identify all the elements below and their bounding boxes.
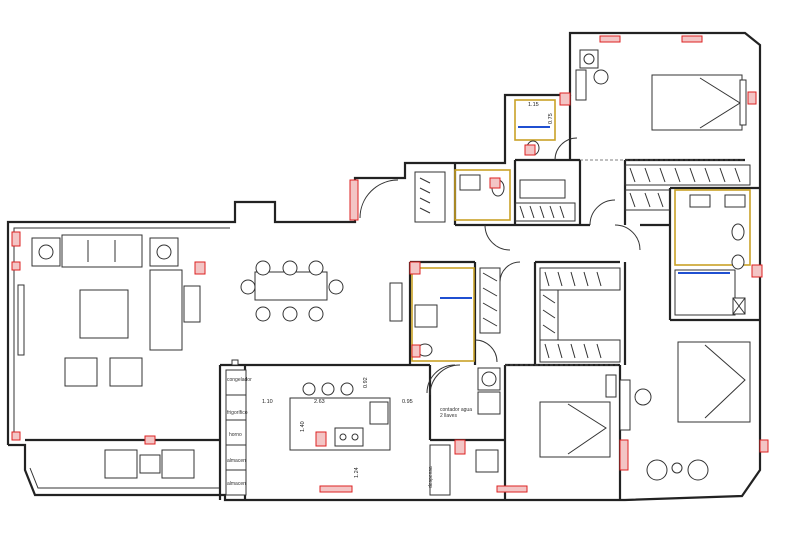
kitchen-unit-1: congelador xyxy=(227,377,252,383)
kitchen-unit-2: frigorífico xyxy=(227,410,248,416)
kitchen-unit-5: almacen xyxy=(227,481,246,487)
dim-4: 0.92 xyxy=(363,377,369,388)
utility-label-2: 2 llaves xyxy=(440,413,457,419)
dim-7: 1.15 xyxy=(528,102,539,108)
window-markers xyxy=(11,35,769,493)
living-room-furniture xyxy=(17,234,403,479)
dim-3: 0.95 xyxy=(402,399,413,405)
dim-6: 1.24 xyxy=(354,467,360,478)
kitchen-unit-4: almacen xyxy=(227,458,246,464)
dim-1: 1.10 xyxy=(262,399,273,405)
wardrobes xyxy=(414,164,751,363)
utility-label: contador agua xyxy=(440,407,472,413)
bathrooms xyxy=(411,99,751,362)
kitchen-unit-3: horno xyxy=(229,432,242,438)
dim-5: 1.40 xyxy=(300,421,306,432)
bedrooms xyxy=(539,49,751,481)
dim-2: 2.63 xyxy=(314,399,325,405)
doors xyxy=(359,137,641,396)
kitchen: 1.10 2.63 0.95 0.92 1.40 1.24 congelador… xyxy=(225,102,554,496)
dim-8: 0.75 xyxy=(548,113,554,124)
pantry-label: despensa xyxy=(428,466,434,488)
